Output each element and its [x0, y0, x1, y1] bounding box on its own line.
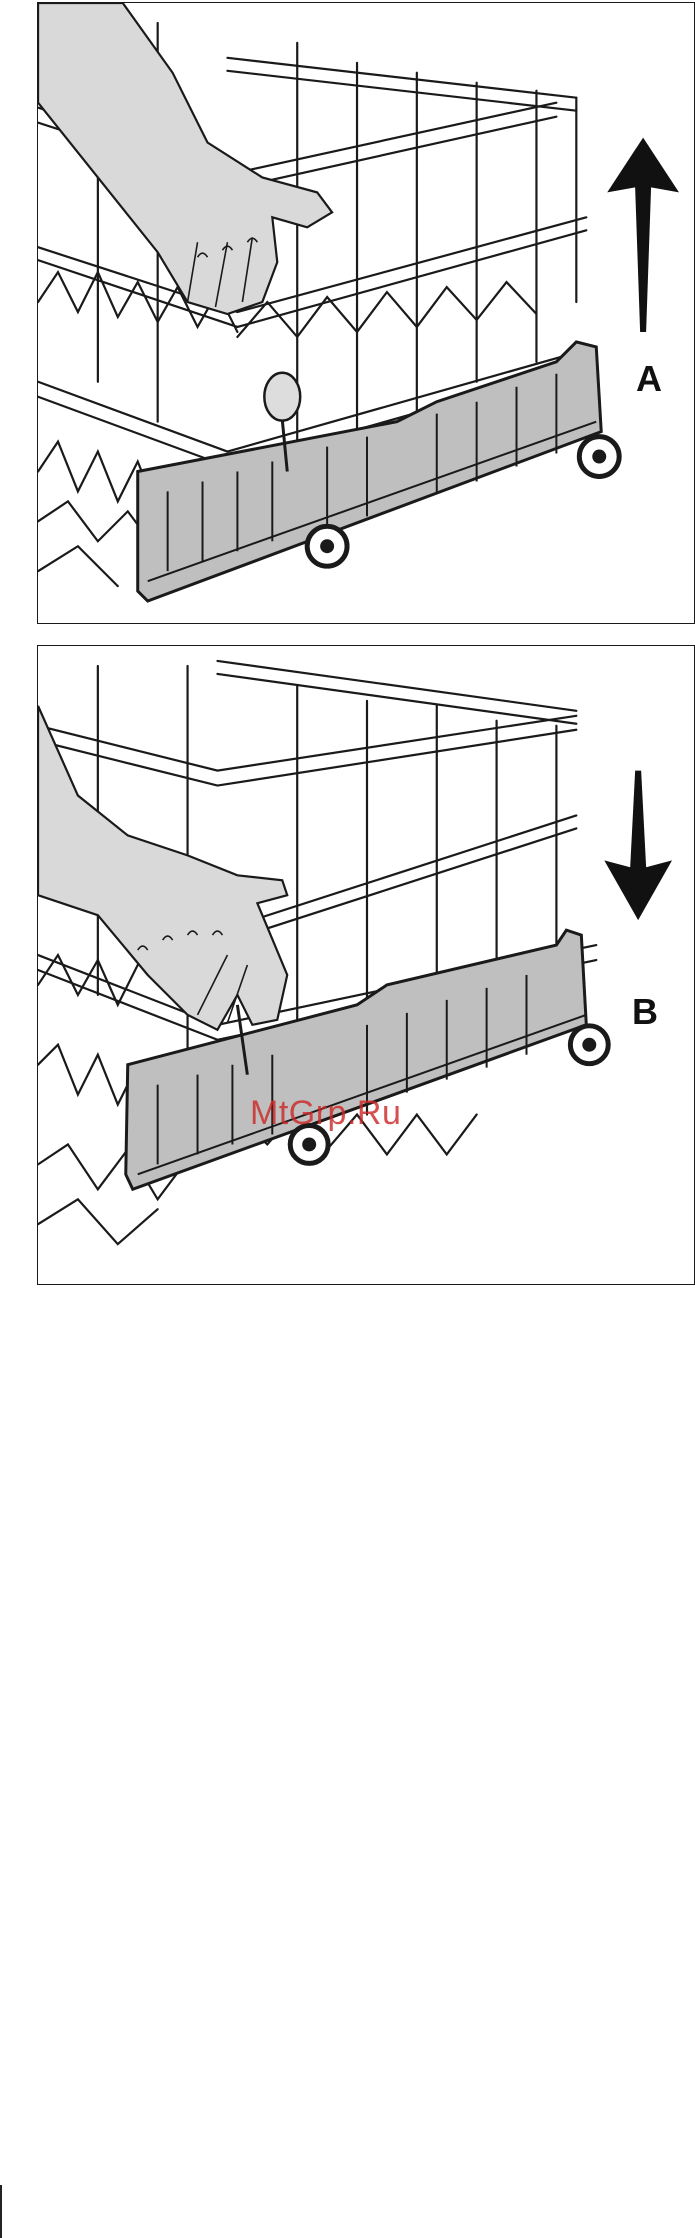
figure-label-b: B	[632, 994, 658, 1030]
rack-illustration-a	[38, 3, 694, 623]
margin-bar	[0, 2185, 2, 2238]
wheel-icon	[307, 526, 347, 566]
wheel-icon	[579, 437, 619, 477]
hand-icon	[38, 706, 287, 1030]
wheel-icon	[570, 1026, 608, 1064]
arrow-up-icon	[607, 138, 679, 332]
watermark: MtGrp.Ru	[250, 1094, 401, 1133]
rack-illustration-b	[38, 646, 694, 1284]
rack-flap-a	[138, 342, 602, 601]
arrow-down-icon	[604, 771, 672, 921]
figure-a: A	[37, 2, 695, 624]
figure-label-a: A	[636, 361, 662, 397]
figure-b: B MtGrp.Ru	[37, 645, 695, 1285]
hand-icon	[38, 3, 332, 314]
